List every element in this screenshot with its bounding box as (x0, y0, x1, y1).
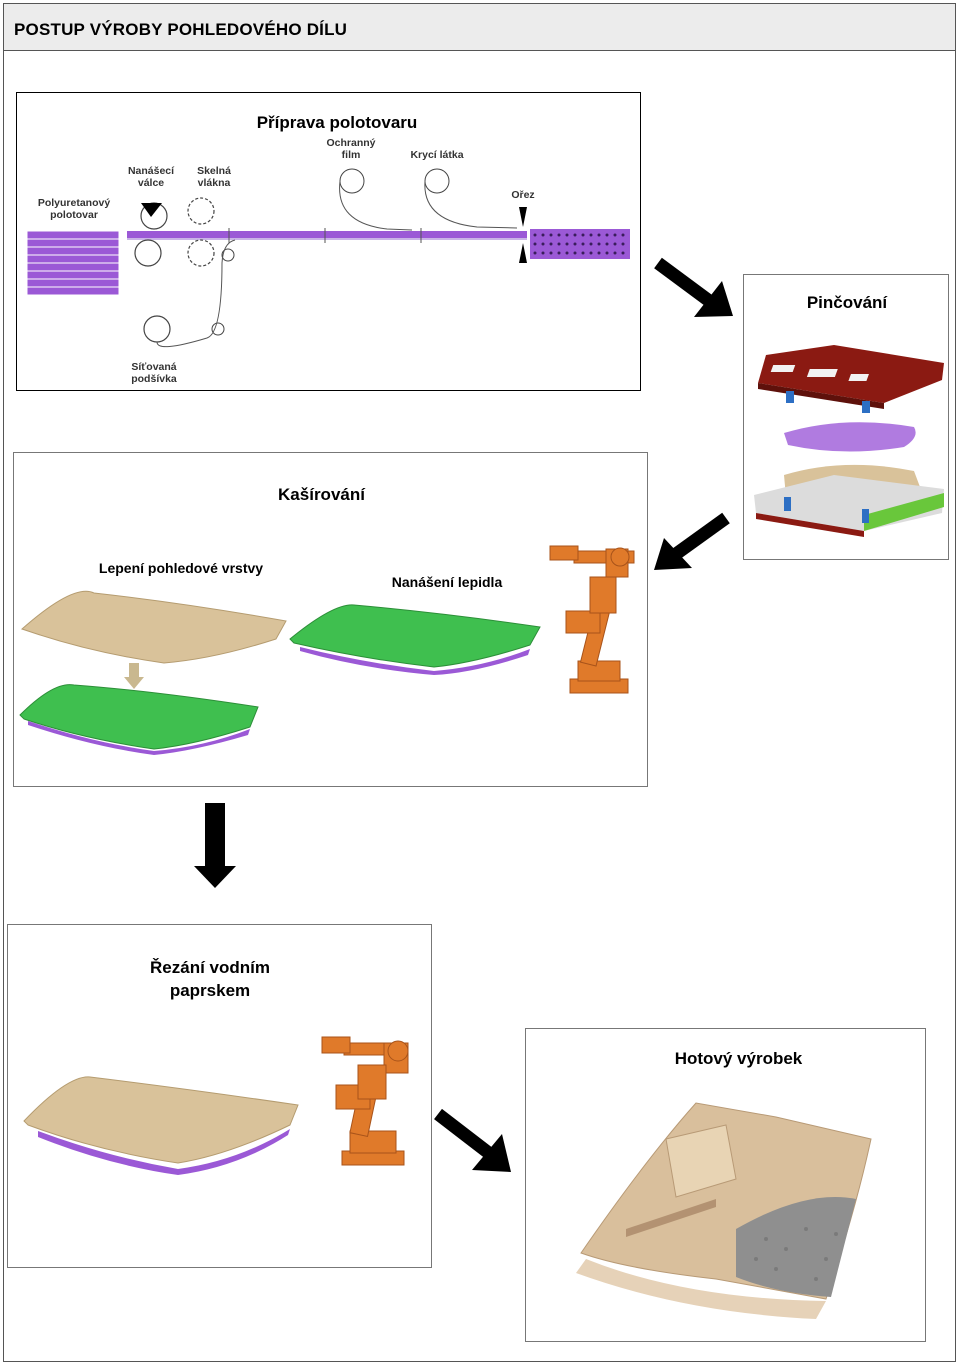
coating-rollers (134, 202, 171, 343)
cutter-top-icon (519, 207, 527, 227)
lamination-illustration (19, 545, 635, 755)
arrow-to-lamination-icon (654, 512, 730, 570)
arrow-to-final-product-icon (434, 1108, 511, 1172)
page-title: POSTUP VÝROBY POHLEDOVÉHO DÍLU (14, 20, 348, 39)
cutting-title-line1: Řezání vodním (150, 958, 270, 977)
pinching-press-illustration (754, 345, 944, 537)
lamination-title: Kašírování (278, 485, 365, 504)
step-glue-label: Nanášení lepidla (391, 574, 503, 590)
cutting-title-line2: paprskem (169, 981, 251, 1000)
robot-arm-icon (549, 545, 635, 694)
cutting-illustration (23, 1036, 409, 1175)
label-cover-fabric: Krycí látka (410, 149, 464, 161)
preparation-process-diagram (26, 168, 630, 348)
preparation-title: Příprava polotovaru (256, 113, 418, 132)
pinching-title: Pinčování (806, 293, 888, 312)
cutter-bottom-icon (519, 243, 527, 263)
arrow-to-pinching-icon (654, 257, 733, 317)
final-product-illustration (576, 1102, 872, 1319)
polyurethane-stack (26, 230, 120, 296)
waterjet-cutting-panel: Řezání vodním paprskem (7, 924, 432, 1268)
final-product-title: Hotový výrobek (674, 1049, 803, 1068)
glass-fiber-rollers (187, 197, 215, 267)
arrow-to-cutting-icon (194, 803, 236, 888)
final-product-panel: Hotový výrobek (525, 1028, 926, 1342)
pinching-panel: Pinčování (743, 274, 949, 560)
page-frame (3, 3, 956, 1362)
robot-arm-cutting-icon (321, 1036, 409, 1166)
lamination-panel: Kašírování Lepení pohledové vrstvy Nanáš… (13, 452, 648, 787)
step-bonding-label: Lepení pohledové vrstvy (98, 560, 264, 576)
label-cut: Ořez (511, 189, 535, 201)
cut-product-blocks (530, 229, 630, 259)
conveyor-strip (127, 228, 527, 243)
roller-wedge-top (141, 203, 162, 217)
page-header: POSTUP VÝROBY POHLEDOVÉHO DÍLU (4, 4, 955, 51)
